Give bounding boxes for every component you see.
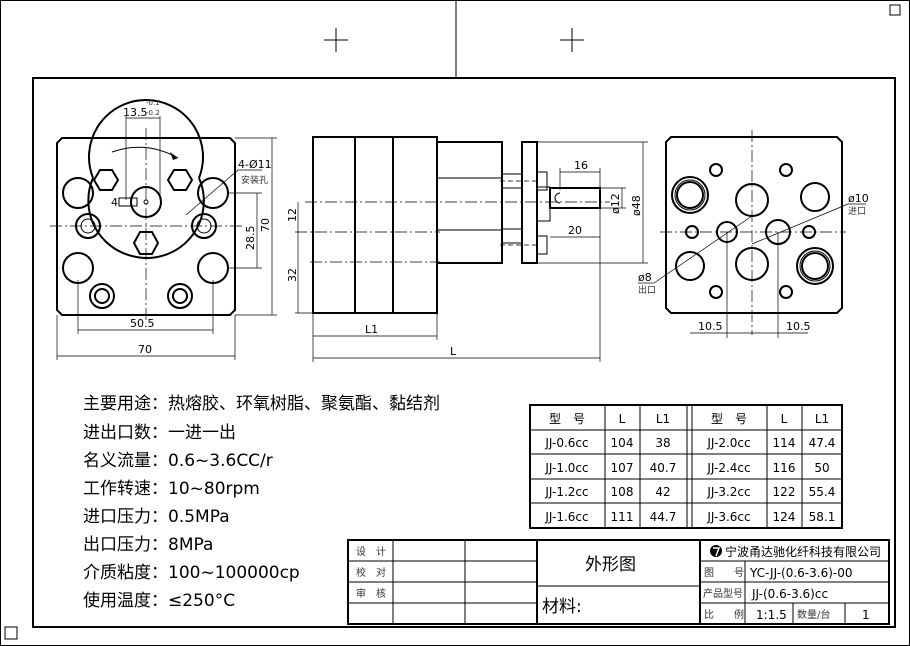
outlet-dia: ø8: [638, 271, 652, 284]
table-cell: JJ-1.0cc: [544, 461, 588, 475]
table-cell: 50: [814, 461, 829, 475]
drawing-no-label: 图 号: [704, 567, 744, 579]
scale-label: 比 例: [704, 608, 744, 621]
register-mark: [560, 28, 584, 52]
table-cell: 104: [611, 436, 634, 450]
table-cell: 38: [655, 436, 670, 450]
spec-viscosity: 介质粘度：100~100000cp: [83, 563, 300, 583]
company-logo-icon: [710, 545, 722, 557]
dim-d48: ø48: [630, 195, 643, 216]
spec-ports: 进出口数：一进一出: [83, 423, 236, 443]
tolerance-lower: -0.2: [146, 109, 160, 117]
inlet-label: 进口: [848, 206, 866, 217]
table-cell: 58.1: [809, 510, 836, 524]
spec-temperature: 使用温度：≤250°C: [83, 590, 235, 611]
side-view: 12 32 L1 L 16 20 ø12 ø48: [286, 136, 648, 362]
table-cell: 122: [773, 485, 796, 499]
scale-value: 1:1.5: [756, 608, 787, 622]
dim-key: 4: [111, 196, 118, 209]
model-label: 产品型号: [703, 587, 743, 600]
dim-width-70: 70: [138, 343, 152, 356]
dim-50-5: 50.5: [130, 317, 155, 330]
spec-usage: 主要用途：热熔胶、环氧树脂、聚氨酯、黏结剂: [83, 394, 440, 414]
table-cell: 116: [773, 461, 796, 475]
table-cell: JJ-2.0cc: [706, 436, 750, 450]
tolerance-upper: -0.1: [146, 99, 160, 107]
spec-speed: 工作转速：10~80rpm: [83, 479, 260, 499]
dim-d12: ø12: [609, 193, 622, 214]
dim-13-5: 13.5: [123, 106, 148, 119]
title-block: 设 计 校 对 审 核 外形图 材料: 宁波甬达驰化纤科技有限公司 图 号 YC…: [347, 539, 890, 625]
outlet-label: 出口: [638, 284, 656, 296]
qty-value: 1: [862, 608, 870, 622]
table-cell: JJ-0.6cc: [544, 436, 588, 450]
table-cell: 44.7: [650, 510, 677, 524]
table-cell: 124: [773, 510, 796, 524]
table-cell: 111: [611, 510, 634, 524]
dim-12: 12: [286, 208, 299, 222]
dim-L: L: [450, 345, 457, 358]
dim-10-5-left: 10.5: [698, 320, 723, 333]
spec-list: 主要用途：热熔胶、环氧树脂、聚氨酯、黏结剂 进出口数：一进一出 名义流量：0.6…: [83, 394, 440, 611]
table-cell: 47.4: [809, 436, 836, 450]
drawing-name: 外形图: [585, 555, 636, 575]
drawing-no: YC-JJ-(0.6-3.6)-00: [749, 566, 853, 580]
table-header: 型 号: [549, 412, 585, 426]
front-view: 13.5 -0.1 -0.2 4 4-Ø11 安装孔 28.5 70 50.5 …: [50, 99, 277, 360]
table-cell: 55.4: [809, 485, 836, 499]
material-label: 材料:: [542, 597, 582, 617]
check-label: 校 对: [356, 566, 386, 579]
inlet-dia: ø10: [848, 192, 869, 205]
qty-label: 数量/台: [797, 608, 830, 621]
table-header: L1: [656, 412, 670, 426]
table-cell: JJ-3.2cc: [706, 485, 750, 499]
dim-20: 20: [568, 224, 582, 237]
table-cell: JJ-3.6cc: [706, 510, 750, 524]
spec-inlet-pressure: 进口压力：0.5MPa: [83, 507, 230, 527]
table-header: L1: [815, 412, 829, 426]
table-cell: JJ-2.4cc: [706, 461, 750, 475]
table-cell: 42: [655, 485, 670, 499]
dim-16: 16: [574, 159, 588, 172]
dim-L1: L1: [365, 323, 378, 336]
dim-32: 32: [286, 268, 299, 282]
table-cell: 40.7: [650, 461, 677, 475]
dim-height-70: 70: [259, 218, 272, 232]
table-header: L: [619, 412, 626, 426]
table-cell: JJ-1.2cc: [544, 485, 588, 499]
table-cell: 108: [611, 485, 634, 499]
holes-note: 安装孔: [241, 174, 268, 186]
spec-flow: 名义流量：0.6~3.6CC/r: [83, 451, 273, 471]
table-cell: JJ-1.6cc: [544, 510, 588, 524]
table-header: 型 号: [711, 412, 747, 426]
design-label: 设 计: [356, 545, 386, 558]
rear-view: ø10 进口 ø8 出口 10.5 10.5: [638, 130, 869, 338]
model-value: JJ-(0.6-3.6)cc: [751, 587, 828, 601]
holes-label: 4-Ø11: [238, 158, 272, 171]
review-label: 审 核: [356, 587, 386, 600]
dim-10-5-right: 10.5: [786, 320, 811, 333]
register-mark: [324, 28, 348, 52]
table-cell: 107: [611, 461, 634, 475]
table-cell: 114: [773, 436, 796, 450]
table-header: L: [781, 412, 788, 426]
dim-28-5: 28.5: [244, 226, 257, 251]
spec-outlet-pressure: 出口压力：8MPa: [83, 535, 213, 555]
company-name: 宁波甬达驰化纤科技有限公司: [725, 544, 881, 559]
